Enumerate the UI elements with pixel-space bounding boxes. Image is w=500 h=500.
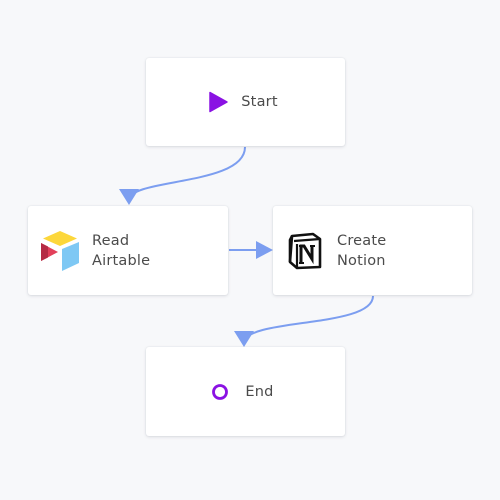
- edge-arrowhead: [119, 189, 139, 205]
- edge-arrowhead: [256, 241, 273, 259]
- end-node-label: End: [245, 383, 274, 400]
- start-node-label: Start: [241, 94, 278, 110]
- circle-end-icon: [211, 383, 229, 401]
- edge-arrowhead: [234, 331, 254, 347]
- read-airtable-node[interactable]: Read Airtable: [28, 206, 228, 295]
- play-icon: [207, 91, 229, 113]
- edge-notion-to-end[interactable]: [243, 295, 374, 343]
- end-node[interactable]: End: [146, 347, 345, 436]
- edge-start-to-airtable[interactable]: [128, 146, 246, 201]
- airtable-logo-icon: [40, 230, 80, 272]
- create-notion-node-label: Create Notion: [337, 232, 387, 269]
- read-airtable-node-label: Read Airtable: [92, 232, 151, 269]
- notion-logo-icon: [287, 232, 323, 270]
- start-node[interactable]: Start: [146, 58, 345, 146]
- create-notion-node[interactable]: Create Notion: [273, 206, 472, 295]
